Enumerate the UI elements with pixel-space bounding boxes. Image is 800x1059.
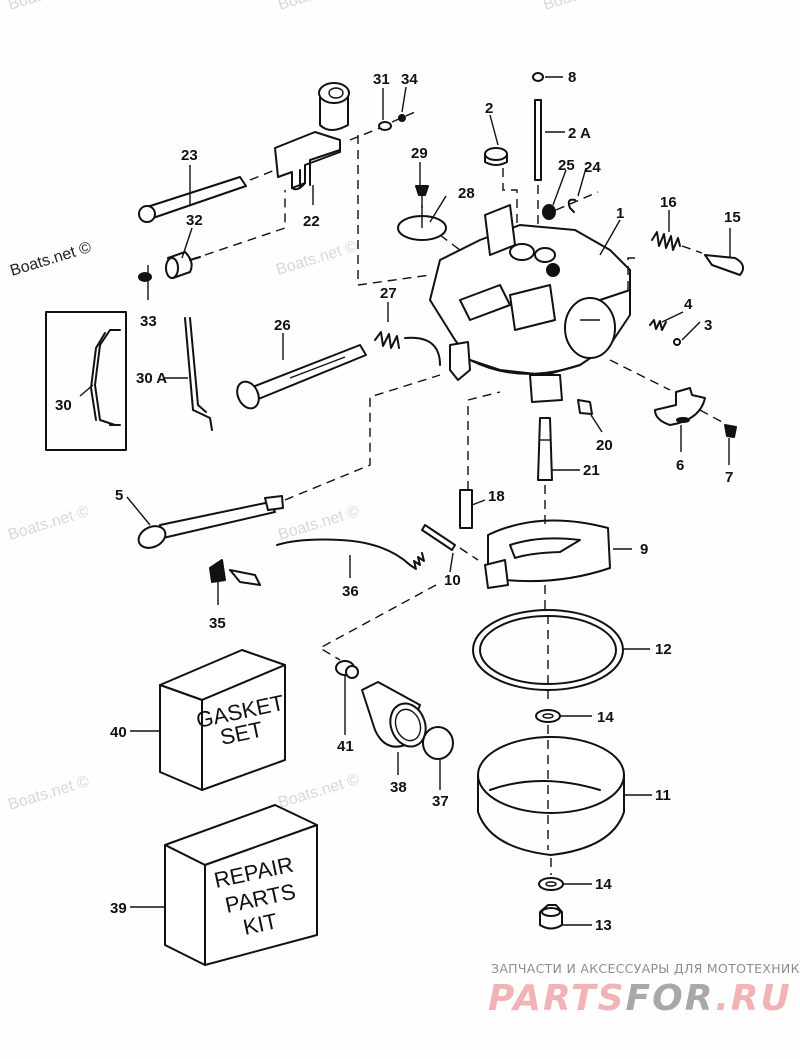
brand-logo-parts: PARTS (488, 978, 626, 1019)
callout-7: 7 (725, 469, 733, 486)
callout-2a: 2 A (568, 125, 591, 142)
callout-22: 22 (303, 213, 320, 230)
callout-38: 38 (390, 779, 407, 796)
callout-13: 13 (595, 917, 612, 934)
callout-37: 37 (432, 793, 449, 810)
part-25-washer (542, 191, 599, 220)
part-20-plug (577, 399, 593, 415)
callout-9: 9 (640, 541, 648, 558)
callout-28: 28 (458, 185, 475, 202)
callout-18: 18 (488, 488, 505, 505)
part-16-spring (651, 231, 681, 251)
callout-40: 40 (110, 724, 127, 741)
watermark: Boats.net © (274, 238, 359, 279)
callout-8: 8 (568, 69, 576, 86)
part-38-fitting (361, 681, 427, 748)
part-14-washer-bottom (538, 877, 564, 891)
part-13-drain-plug (539, 904, 563, 930)
part-22-bracket (274, 82, 350, 191)
callout-5: 5 (115, 487, 123, 504)
callout-6: 6 (676, 457, 684, 474)
callout-20: 20 (596, 437, 613, 454)
callout-34: 34 (401, 71, 418, 88)
part-5-shaft (137, 374, 441, 549)
part-18-jet (459, 391, 501, 529)
callout-21: 21 (583, 462, 600, 479)
part-2-cap (484, 147, 518, 240)
part-39-repair-kit-box: REPAIR PARTS KIT (164, 804, 318, 966)
part-31-34-washers (349, 111, 431, 286)
callout-16: 16 (660, 194, 677, 211)
watermark: Boats.net © (8, 239, 93, 280)
watermark: Boats.net © (541, 0, 626, 14)
part-27-spring (374, 331, 441, 366)
part-10-pin (421, 524, 479, 561)
callout-10: 10 (444, 572, 461, 589)
callout-29: 29 (411, 145, 428, 162)
callout-31: 31 (373, 71, 390, 88)
callout-32: 32 (186, 212, 203, 229)
callout-12: 12 (655, 641, 672, 658)
part-11-float-bowl (477, 725, 625, 875)
callout-26: 26 (274, 317, 291, 334)
callout-14-top: 14 (597, 709, 614, 726)
part-2a-rod (534, 99, 542, 240)
callout-41: 41 (337, 738, 354, 755)
part-1-carburetor-body (429, 204, 640, 403)
callout-33: 33 (140, 313, 157, 330)
part-8-ball (532, 72, 544, 82)
part-36-wire (276, 538, 437, 661)
callout-30: 30 (55, 397, 72, 414)
brand-subtitle: ЗАПЧАСТИ И АКСЕССУАРЫ ДЛЯ МОТОТЕХНИКИ (491, 961, 800, 976)
watermark: Boats.net © (6, 503, 91, 544)
watermark: Boats.net © (6, 0, 91, 14)
brand-logo-for: FOR (625, 978, 716, 1019)
leader-lines (79, 76, 731, 926)
part-37-oring (422, 726, 454, 760)
callout-36: 36 (342, 583, 359, 600)
watermark: Boats.net © (276, 0, 361, 14)
part-28-plate (397, 185, 461, 251)
part-9-float (484, 485, 611, 615)
callout-2: 2 (485, 100, 493, 117)
part-23-pin (138, 169, 276, 223)
callout-30a: 30 A (136, 370, 167, 387)
part-26-shaft (236, 344, 367, 410)
callout-11: 11 (655, 787, 671, 804)
callout-23: 23 (181, 147, 198, 164)
callout-39: 39 (110, 900, 127, 917)
callout-15: 15 (724, 209, 741, 226)
callout-3: 3 (704, 317, 712, 334)
watermark: Boats.net © (276, 771, 361, 812)
part-15-screw (681, 245, 745, 276)
part-21-needle (537, 417, 553, 481)
callout-24: 24 (584, 159, 601, 176)
watermark: Boats.net © (276, 503, 361, 544)
callout-35: 35 (209, 615, 226, 632)
part-41-nut (335, 660, 359, 679)
part-30a-rod (184, 317, 213, 431)
part-12-gasket (472, 609, 624, 705)
callout-25: 25 (558, 157, 575, 174)
part-35-bracket (209, 559, 261, 586)
brand-logo-ru: .RU (715, 978, 792, 1019)
callout-1: 1 (616, 205, 624, 222)
callout-27: 27 (380, 285, 397, 302)
watermarks: Boats.net © Boats.net © Boats.net © Boat… (6, 0, 626, 814)
callouts: 1 2 2 A 3 4 5 6 7 8 9 10 11 12 13 14 14 … (55, 69, 741, 934)
part-4-spring (649, 319, 681, 346)
part-30-inset-box (45, 311, 127, 451)
watermark: Boats.net © (6, 773, 91, 814)
part-33-setscrew (138, 272, 152, 282)
part-40-gasket-set-box: GASKET SET (159, 649, 286, 791)
part-32-knob (165, 190, 286, 279)
brand-logo[interactable]: PARTSFOR.RU (488, 978, 792, 1019)
part-14-washer-top (535, 709, 561, 723)
callout-4: 4 (684, 296, 693, 313)
part-6-lever (609, 359, 737, 438)
callout-14-bottom: 14 (595, 876, 612, 893)
